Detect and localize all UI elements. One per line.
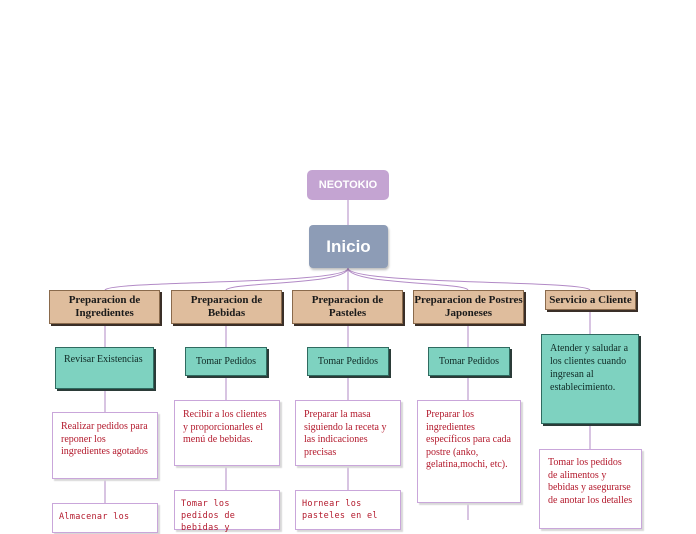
category-servicio-cliente[interactable]: Servicio a Cliente (545, 290, 636, 310)
task-tomar-pedidos-bebidas[interactable]: Tomar Pedidos (185, 347, 267, 376)
note-realizar-pedidos[interactable]: Realizar pedidos para reponer los ingred… (52, 412, 158, 479)
note-preparar-masa[interactable]: Preparar la masa siguiendo la receta y l… (295, 400, 401, 466)
connector-root-cat-1 (104, 267, 349, 291)
connector-root-cat-5 (347, 267, 591, 291)
category-preparacion-pasteles[interactable]: Preparacion de Pasteles (292, 290, 403, 324)
note-almacenar[interactable]: Almacenar los (52, 503, 158, 533)
task-tomar-pedidos-pasteles[interactable]: Tomar Pedidos (307, 347, 389, 376)
task-atender-saludar[interactable]: Atender y saludar a los clientes cuando … (541, 334, 639, 424)
mind-map: NEOTOKIO Inicio Preparacion de Ingredien… (49, 170, 642, 533)
category-preparacion-postres-japoneses[interactable]: Preparacion de Postres Japoneses (413, 290, 524, 324)
note-tomar-pedidos-alimentos[interactable]: Tomar los pedidos de alimentos y bebidas… (539, 449, 642, 529)
note-hornear-pasteles[interactable]: Hornear los pasteles en el (295, 490, 401, 530)
connector-root-cat-2 (225, 267, 349, 291)
task-revisar-existencias[interactable]: Revisar Existencias (55, 347, 154, 389)
connector-root-cat-4 (347, 267, 469, 291)
note-preparar-ingredientes-postres[interactable]: Preparar los ingredientes específicos pa… (417, 400, 521, 503)
category-preparacion-bebidas[interactable]: Preparacion de Bebidas (171, 290, 282, 324)
task-tomar-pedidos-postres[interactable]: Tomar Pedidos (428, 347, 510, 376)
category-preparacion-ingredientes[interactable]: Preparacion de Ingredientes (49, 290, 160, 324)
root-node[interactable]: Inicio (309, 225, 388, 268)
brand-node[interactable]: NEOTOKIO (307, 170, 389, 200)
note-tomar-pedidos-bebidas[interactable]: Tomar los pedidos de bebidas y (174, 490, 280, 533)
note-recibir-clientes[interactable]: Recibir a los clientes y proporcionarles… (174, 400, 280, 466)
